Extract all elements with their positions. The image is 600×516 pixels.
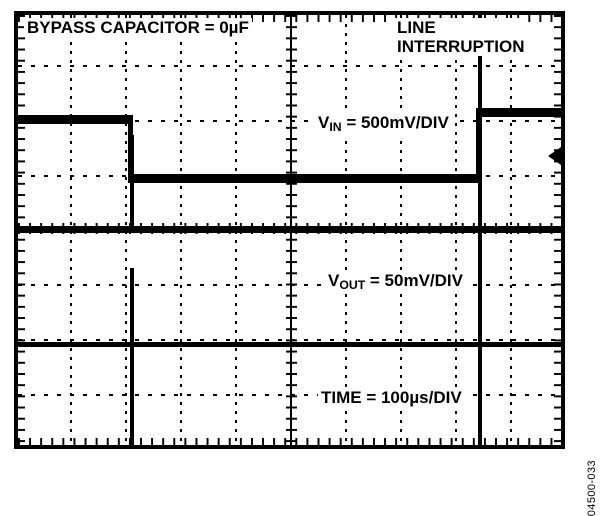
- vout-scale-value: = 50mV/DIV: [365, 271, 463, 290]
- vout-scale-symbol: V: [328, 271, 340, 290]
- graticule-plot-area: [18, 15, 561, 445]
- vin-scale-subscript: IN: [329, 120, 342, 135]
- line-interruption-line2: INTERRUPTION: [397, 37, 525, 57]
- figure-id-watermark: 04500-033: [586, 460, 598, 516]
- vin-scale-label: VIN = 500mV/DIV: [315, 113, 452, 135]
- line-interruption-line1: LINE: [397, 18, 436, 37]
- vin-trace-low: [128, 174, 480, 183]
- vout-trace-spike-right: [478, 15, 482, 445]
- vout-scale-subscript: OUT: [339, 278, 366, 293]
- vout-trace-baseline: [18, 226, 561, 231]
- vout-scale-label: VOUT = 50mV/DIV: [325, 271, 466, 293]
- vout-trace-spike-left: [130, 268, 134, 445]
- vin-scale-symbol: V: [318, 113, 330, 132]
- trigger-level-arrow-icon: [548, 147, 561, 165]
- vin-trace-high-right: [476, 108, 561, 117]
- vout-trace-spike-left-upper: [130, 135, 134, 230]
- line-interruption-label: LINE INTERRUPTION: [394, 18, 528, 57]
- vin-scale-value: = 500mV/DIV: [341, 113, 449, 132]
- graticule-frame: [14, 11, 565, 449]
- vin-trace-high-left: [18, 115, 133, 124]
- bypass-capacitor-label: BYPASS CAPACITOR = 0µF: [24, 18, 252, 38]
- oscilloscope-screenshot: BYPASS CAPACITOR = 0µF LINE INTERRUPTION…: [14, 11, 598, 516]
- time-scale-label: TIME = 100µs/DIV: [318, 388, 465, 408]
